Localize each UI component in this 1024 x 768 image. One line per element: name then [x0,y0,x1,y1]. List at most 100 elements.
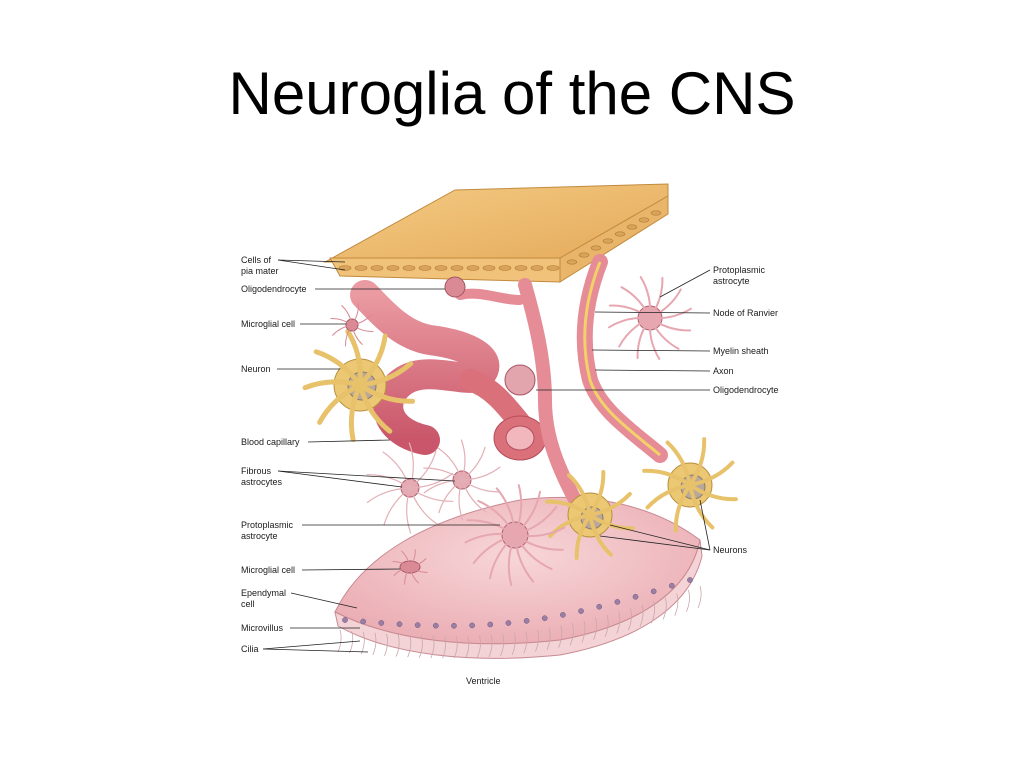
dendrite [348,382,363,443]
dendrite [574,513,592,560]
pia-cell [566,259,578,265]
leader-neurons [599,535,711,551]
cilium [639,604,644,627]
cilium [581,620,586,643]
pia-cell [450,265,464,271]
oligodendrocyte-upper [444,276,466,298]
astrocyte-process [461,479,501,493]
label-axon: Axon [713,366,734,376]
label-blood-capillary: Blood capillary [241,437,300,447]
dendrite [665,440,692,487]
label-microvillus: Microvillus [241,623,284,633]
label-node-of-ranvier: Node of Ranvier [713,308,779,318]
ependymal-layer [334,539,703,659]
cilium [662,597,667,620]
pia-cell [546,265,560,271]
leader-ependymal-cell [290,592,358,609]
astrocyte-process [408,442,414,489]
astrocyte-process [639,276,652,319]
pia-cell [354,265,368,271]
leader-neurons [609,524,711,551]
pia-cell [638,217,650,223]
cilium [627,608,632,631]
pia-cell [466,265,480,271]
cilium [500,633,505,657]
ependymal-nucleus [560,612,566,618]
leader-microglial-cell-bottom [301,568,401,571]
dendrite [567,473,592,517]
leader-node-of-ranvier [594,311,711,314]
dendrite [357,361,414,388]
leader-fibrous-astrocytes [277,470,456,482]
label-microglial-cell-bottom: Microglial cell [241,565,296,575]
ependymal-nucleus [505,620,512,626]
dendrite [688,483,738,502]
astrocyte-process [648,317,661,360]
astrocyte-process [464,532,516,544]
astrocyte-process [460,439,466,481]
label-neurons: Neurons [713,545,748,555]
cilium [465,635,470,659]
dendrite [588,513,613,557]
microglia-process [409,558,427,568]
microglia-process [409,566,428,573]
ependymal-nucleus [432,622,439,629]
pia-cell [602,238,614,244]
cilium [616,611,621,634]
astrocyte-process [472,534,516,565]
microglia-process [330,317,353,326]
blood-capillary [350,280,499,455]
microglia-process [332,324,353,336]
pia-cell [434,265,448,271]
slide-title: Neuroglia of the CNS [228,60,796,127]
cilium [337,629,342,653]
astrocyte-process [423,479,463,494]
ependymal-nucleus [632,593,639,600]
astrocyte-process [366,487,411,504]
myelinated-axon-left [455,288,525,305]
astrocyte-process [649,317,692,332]
dendrite [588,492,632,517]
microglia-process [409,549,416,568]
label-cilia: Cilia [241,644,259,654]
astrocyte-process [437,447,463,481]
dendrite [688,460,735,487]
microglia-process [409,566,419,584]
microglia-process [404,566,411,585]
astrocyte-process [466,519,516,536]
astrocyte-process [366,474,411,489]
microglia-process [351,324,374,333]
astrocyte-process [382,451,411,489]
ependymal-nuclei [342,577,693,629]
cilium [511,632,516,655]
astrocyte-process [649,307,692,320]
glial-processes [330,276,692,586]
cilium [546,627,551,650]
ependymal-nucleus [451,622,457,629]
label-cells-of-pia-mater: Cells of pia mater [241,255,279,276]
cilium [593,617,598,640]
cilium [488,634,493,657]
label-oligodendrocyte-left: Oligodendrocyte [241,284,307,294]
ependymal-nucleus [668,582,675,589]
ependymal-nucleus [687,577,693,583]
dendrite [588,470,606,517]
label-oligodendrocyte-right: Oligodendrocyte [713,385,779,395]
astrocyte-process [423,467,463,481]
label-protoplasmic-astrocyte-right: Protoplasmic astrocyte [713,265,766,286]
astrocyte-process [461,479,487,513]
label-ependymal-cell: Ependymal cell [241,588,287,609]
microglia-process [351,314,372,326]
cilium [442,636,447,659]
astrocyte-process [461,466,501,481]
ependymal-nucleus [487,621,494,628]
astrocyte-process [514,534,535,583]
pia-cell [626,224,638,230]
astrocyte-process [514,534,564,551]
ependymal-nucleus [578,608,584,614]
pia-cell [614,231,626,237]
pia-cell [578,252,590,258]
astrocyte-process [409,487,454,502]
dendrite [673,483,692,533]
